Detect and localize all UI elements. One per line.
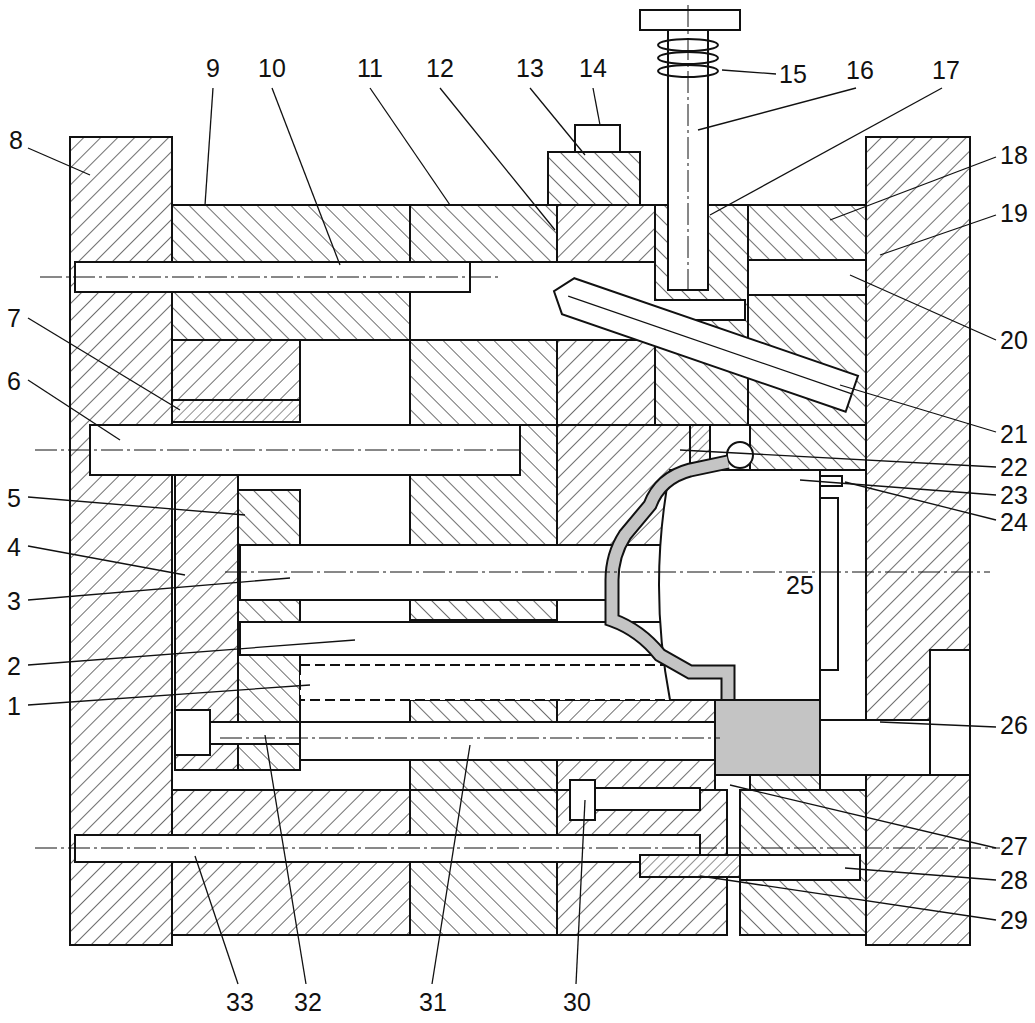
callout-number: 23 bbox=[1000, 481, 1028, 510]
callout-number: 31 bbox=[419, 988, 447, 1017]
callout-number: 29 bbox=[1000, 906, 1028, 935]
pins-and-rods bbox=[75, 10, 970, 880]
callout-number: 5 bbox=[7, 484, 21, 513]
callout-number: 7 bbox=[7, 304, 21, 333]
callout-number: 22 bbox=[1000, 453, 1028, 482]
callout-number: 2 bbox=[7, 652, 21, 681]
callout-number: 10 bbox=[258, 54, 286, 83]
callout-number: 3 bbox=[7, 587, 21, 616]
callout-number: 18 bbox=[1000, 141, 1028, 170]
callout-number: 16 bbox=[846, 56, 874, 85]
callout-number: 20 bbox=[1000, 326, 1028, 355]
plates bbox=[70, 137, 970, 945]
callout-number: 21 bbox=[1000, 420, 1028, 449]
callout-number: 13 bbox=[516, 54, 544, 83]
callout-number: 17 bbox=[932, 56, 960, 85]
callout-number: 19 bbox=[1000, 199, 1028, 228]
callout-number: 24 bbox=[1000, 508, 1028, 537]
callout-number: 26 bbox=[1000, 711, 1028, 740]
callout-number: 8 bbox=[9, 126, 23, 155]
leader-lines bbox=[28, 70, 996, 984]
callout-number: 30 bbox=[563, 988, 591, 1017]
centerlines bbox=[35, 5, 1000, 848]
callout-number: 25 bbox=[786, 571, 814, 600]
callout-number: 33 bbox=[226, 988, 254, 1017]
callout-number: 11 bbox=[357, 54, 383, 83]
callout-number: 28 bbox=[1000, 866, 1028, 895]
molded-part bbox=[612, 462, 820, 775]
callout-number: 6 bbox=[7, 367, 21, 396]
callout-number: 9 bbox=[206, 54, 220, 83]
callout-number: 32 bbox=[294, 988, 322, 1017]
callout-number: 1 bbox=[7, 692, 21, 721]
callout-number: 15 bbox=[779, 60, 807, 89]
callout-number: 4 bbox=[7, 533, 21, 562]
callout-number: 27 bbox=[1000, 832, 1028, 861]
callout-number: 12 bbox=[426, 54, 454, 83]
callout-number: 14 bbox=[579, 54, 607, 83]
